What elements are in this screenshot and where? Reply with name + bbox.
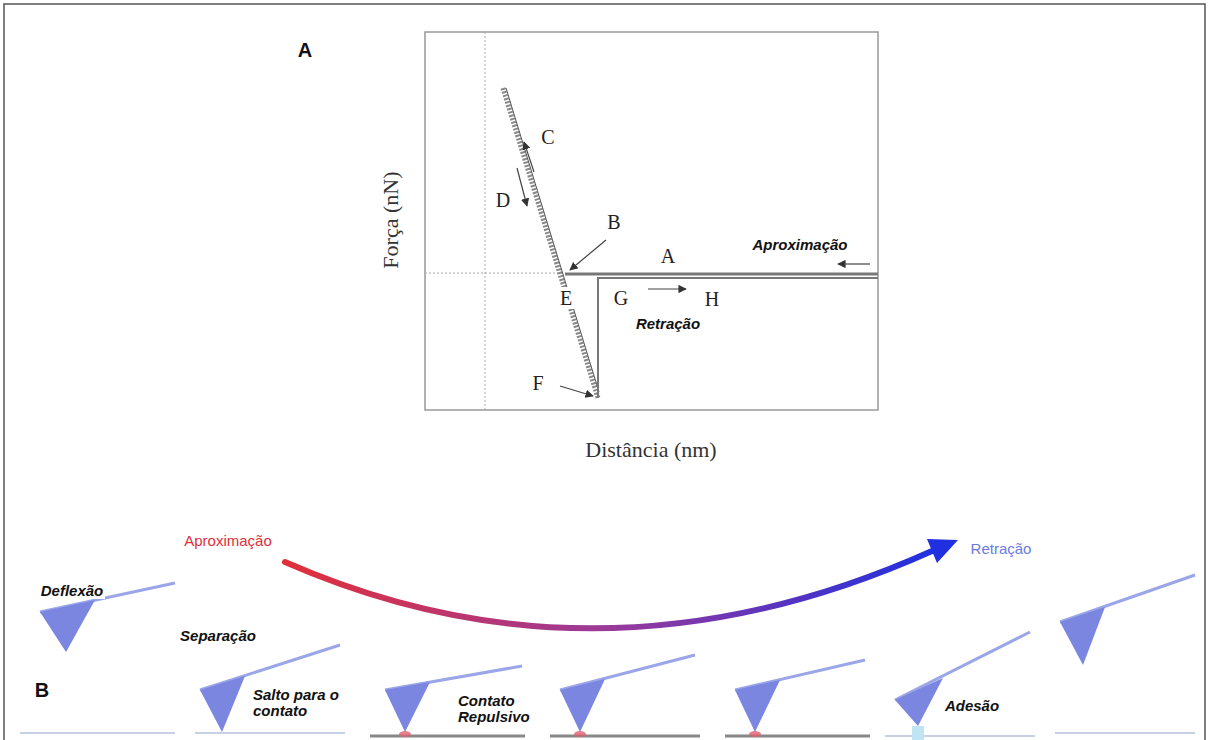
- curve-label: Aproximação: [750, 237, 849, 254]
- pointer-arrow: [570, 240, 606, 270]
- direction-arrow: [524, 142, 534, 172]
- pointer-arrow: [560, 386, 593, 396]
- point-letter: C: [539, 126, 556, 148]
- panel-letter: B: [33, 679, 51, 701]
- point-letter: F: [530, 372, 545, 394]
- stage-label: Deflexão: [39, 583, 106, 600]
- point-letter: A: [659, 245, 677, 267]
- direction-arrow: [517, 168, 527, 206]
- phase-label: Aproximação: [182, 533, 274, 550]
- point-letter: H: [703, 288, 721, 310]
- retraction-curve: [598, 278, 878, 398]
- cantilever: [40, 575, 1195, 732]
- stage-label: Separação: [178, 628, 258, 645]
- axis-title: Força (nN): [380, 169, 404, 270]
- point-letter: G: [612, 287, 630, 309]
- phase-label: Retração: [969, 541, 1034, 558]
- cycle-arrow: [285, 551, 932, 628]
- adhesion-neck: [912, 726, 924, 740]
- curve-label: Retração: [634, 316, 702, 333]
- stage-label: Adesão: [943, 698, 1001, 715]
- contact-spot: [399, 731, 761, 737]
- cycle-arrowhead: [927, 539, 958, 563]
- contact-slope: [503, 88, 598, 398]
- zero-axis: [485, 32, 486, 410]
- point-letter: E: [558, 287, 574, 309]
- axis-title: Distância (nm): [583, 438, 718, 462]
- contact-slope: [506, 88, 599, 392]
- point-letter: D: [494, 189, 512, 211]
- stage-label: Contato Repulsivo: [456, 693, 542, 726]
- frame: [4, 4, 1205, 740]
- approach-curve: [565, 273, 878, 276]
- plot-box: [425, 32, 878, 410]
- zero-axis: [425, 273, 565, 274]
- stage-label: Salto para o contato: [251, 687, 353, 720]
- direction-arrow: [648, 288, 686, 289]
- point-letter: B: [605, 211, 622, 233]
- direction-arrow: [838, 263, 870, 264]
- panel-letter: A: [296, 39, 314, 61]
- sample-surface: [20, 733, 1195, 736]
